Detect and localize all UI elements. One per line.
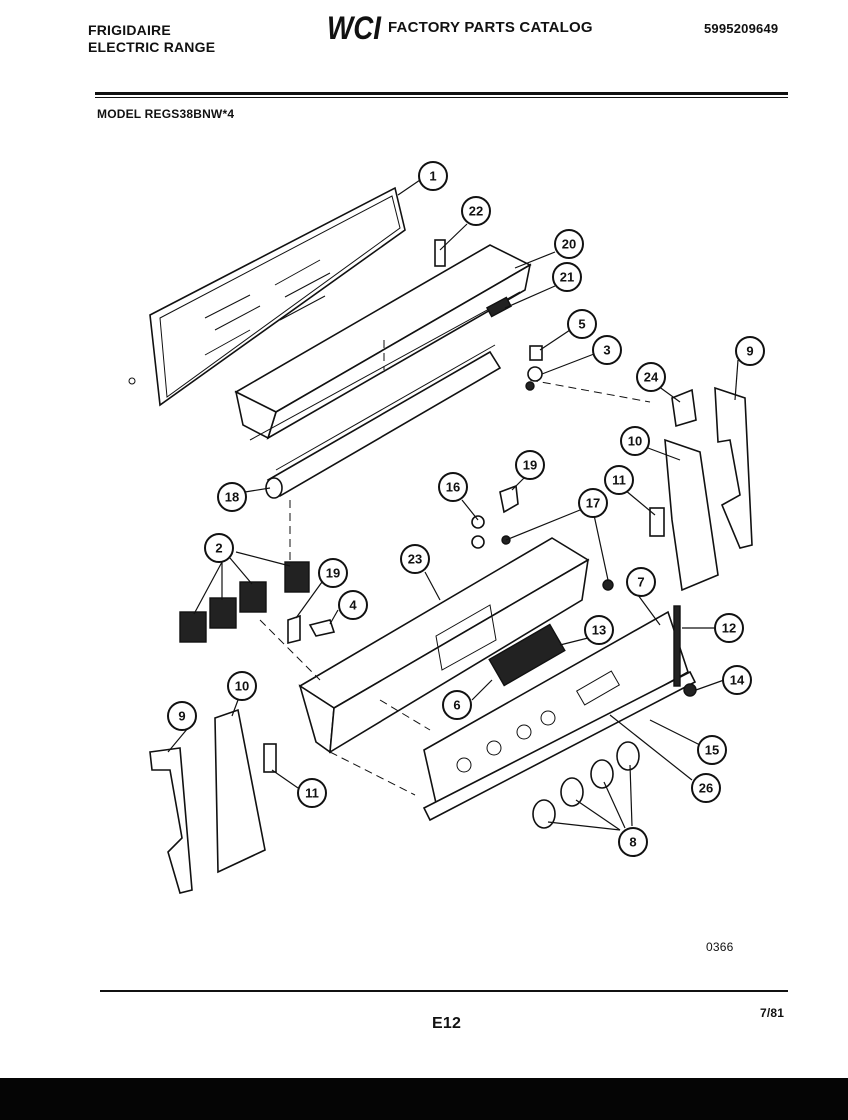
- callout-9-right: 9: [735, 336, 765, 366]
- svg-text:24: 24: [644, 370, 659, 385]
- callout-22: 22: [461, 196, 491, 226]
- callout-7: 7: [626, 567, 656, 597]
- callout-6: 6: [442, 690, 472, 720]
- callout-11-right: 11: [604, 465, 634, 495]
- callout-10-left: 10: [227, 671, 257, 701]
- svg-text:4: 4: [349, 598, 357, 613]
- callout-9-left: 9: [167, 701, 197, 731]
- part-4: [308, 619, 336, 637]
- svg-text:9: 9: [746, 344, 753, 359]
- scan-edge-bar: [0, 1078, 848, 1120]
- product-type: ELECTRIC RANGE: [88, 39, 216, 55]
- callout-20: 20: [554, 229, 584, 259]
- part-clip-11-right: [649, 507, 665, 537]
- part-control-knobs: [532, 741, 640, 829]
- part-side-bracket-right: [664, 438, 719, 592]
- svg-text:17: 17: [586, 496, 600, 511]
- svg-text:14: 14: [730, 673, 745, 688]
- part-end-cap-left: [149, 747, 193, 894]
- svg-text:11: 11: [305, 786, 319, 801]
- svg-text:2: 2: [215, 541, 222, 556]
- part-19-lower: [287, 614, 301, 645]
- svg-text:10: 10: [235, 679, 249, 694]
- callout-5: 5: [567, 309, 597, 339]
- svg-text:15: 15: [705, 743, 719, 758]
- part-clock-timer: [488, 623, 566, 687]
- wci-logo: WCI: [327, 10, 382, 44]
- svg-text:13: 13: [592, 623, 606, 638]
- part-control-panel-frame: [298, 537, 590, 754]
- callout-3: 3: [592, 335, 622, 365]
- catalog-date: 7/81: [760, 1006, 785, 1020]
- svg-text:7: 7: [637, 575, 644, 590]
- svg-text:5: 5: [578, 317, 585, 332]
- part-control-panel-front: [422, 610, 697, 822]
- callout-24: 24: [636, 362, 666, 392]
- part-side-bracket-left: [214, 708, 266, 874]
- part-fluorescent-tube: [265, 344, 502, 499]
- callout-10-right: 10: [620, 426, 650, 456]
- part-12: [673, 605, 681, 687]
- figure-code: 0366: [706, 940, 734, 954]
- callout-1: 1: [418, 161, 448, 191]
- svg-text:21: 21: [560, 270, 574, 285]
- svg-text:16: 16: [446, 480, 460, 495]
- part-infinite-switches: [179, 561, 310, 643]
- callout-18: 18: [217, 482, 247, 512]
- svg-text:23: 23: [408, 552, 422, 567]
- svg-text:3: 3: [603, 343, 610, 358]
- callout-11-left: 11: [297, 778, 327, 808]
- part-end-cap-right: [714, 386, 753, 549]
- part-clip-22: [434, 239, 446, 267]
- callout-4: 4: [338, 590, 368, 620]
- part-top-trim: [234, 244, 532, 441]
- catalog-title: FACTORY PARTS CATALOG: [388, 19, 593, 36]
- callout-17: 17: [578, 488, 608, 518]
- callout-15: 15: [697, 735, 727, 765]
- svg-text:WCI: WCI: [327, 10, 382, 44]
- model-number: MODEL REGS38BNW*4: [97, 107, 235, 121]
- part-backguard-glass: [128, 186, 406, 407]
- callout-14: 14: [722, 665, 752, 695]
- part-14: [683, 683, 697, 697]
- part-3: [527, 366, 543, 382]
- svg-text:9: 9: [178, 709, 185, 724]
- callout-21: 21: [552, 262, 582, 292]
- part-19-upper: [499, 484, 519, 514]
- page-code: E12: [432, 1015, 462, 1032]
- callout-26: 26: [691, 773, 721, 803]
- callout-19-upper: 19: [515, 450, 545, 480]
- callout-23: 23: [400, 544, 430, 574]
- catalog-part-number: 5995209649: [704, 21, 779, 36]
- footer-rule: [100, 990, 788, 992]
- callout-13: 13: [584, 615, 614, 645]
- callout-8: 8: [618, 827, 648, 857]
- svg-text:6: 6: [453, 698, 460, 713]
- svg-text:19: 19: [326, 566, 340, 581]
- svg-text:12: 12: [722, 621, 736, 636]
- callout-12: 12: [714, 613, 744, 643]
- part-clip-11-left: [263, 743, 277, 773]
- svg-text:1: 1: [429, 169, 436, 184]
- svg-text:10: 10: [628, 434, 642, 449]
- svg-text:11: 11: [612, 473, 626, 488]
- svg-text:26: 26: [699, 781, 713, 796]
- callout-2: 2: [204, 533, 234, 563]
- brand-name: FRIGIDAIRE: [88, 22, 171, 38]
- header-rule-thin: [95, 97, 788, 98]
- svg-text:8: 8: [629, 835, 636, 850]
- callout-16: 16: [438, 472, 468, 502]
- svg-text:19: 19: [523, 458, 537, 473]
- svg-text:20: 20: [562, 237, 576, 252]
- svg-text:18: 18: [225, 490, 239, 505]
- header-rule: [95, 92, 788, 95]
- part-bracket-24: [671, 388, 697, 428]
- svg-text:22: 22: [469, 204, 483, 219]
- part-5: [529, 345, 543, 361]
- callout-19-lower: 19: [318, 558, 348, 588]
